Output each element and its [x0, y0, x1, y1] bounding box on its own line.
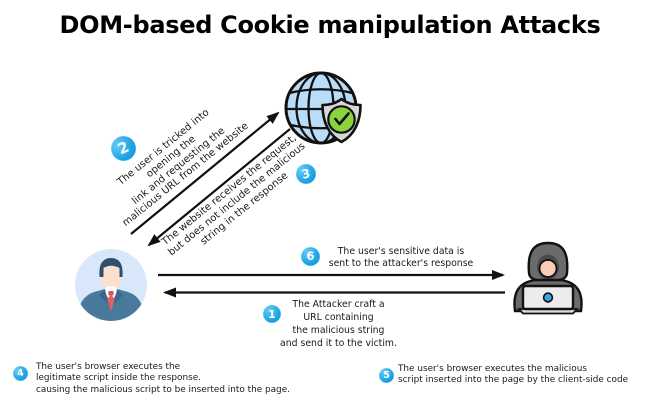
- page-title: DOM-based Cookie manipulation Attacks: [59, 11, 601, 39]
- step-5-badge: 5: [379, 368, 394, 383]
- arrow-step-3-website-to-user: [147, 128, 291, 247]
- face: [538, 259, 558, 278]
- attacker-icon: [513, 241, 583, 315]
- checkmark-icon: [334, 112, 350, 126]
- arrows: [130, 111, 505, 298]
- step-6-badge: 6: [301, 247, 320, 266]
- laptop-logo-dot: [542, 292, 554, 303]
- step-5-text: The user's browser executes the maliciou…: [398, 364, 629, 386]
- tie: [107, 294, 115, 312]
- arrow-step-2-user-to-website: [130, 111, 280, 235]
- step-4-text: The user's browser executes the legitima…: [36, 362, 290, 395]
- step-6-text: The user's sensitive data is sent to the…: [328, 246, 474, 269]
- step-1-text: The Attacker craft a URL containing the …: [280, 299, 397, 349]
- step-1-badge: 1: [263, 305, 281, 323]
- hair: [99, 258, 123, 277]
- shield-check-icon: [321, 97, 362, 144]
- user-avatar-icon: [75, 249, 147, 321]
